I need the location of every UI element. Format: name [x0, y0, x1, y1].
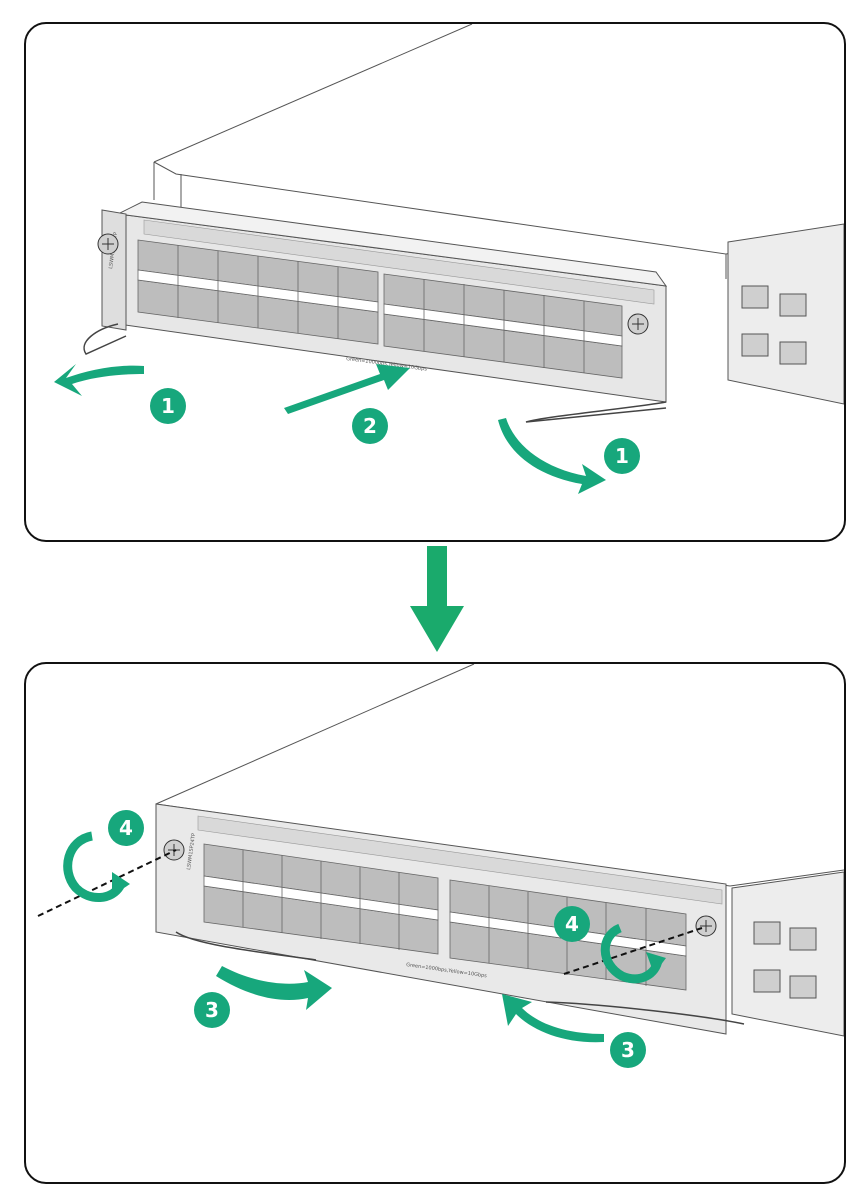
- screw-axis-left: [37, 849, 177, 917]
- svg-text:3: 3: [205, 998, 219, 1022]
- adjacent-module: [731, 871, 844, 1037]
- step-panel-secure: LSWM1SP24TP Green=1000bps,Yellow=10Gbps: [24, 662, 846, 1184]
- rotate-lever-out-left-arrow: [54, 364, 144, 396]
- svg-text:4: 4: [119, 816, 133, 840]
- ejector-lever-left[interactable]: [175, 931, 317, 961]
- step-badge: 1: [150, 388, 186, 424]
- step-badge: 3: [194, 992, 230, 1028]
- svg-text:1: 1: [615, 444, 629, 468]
- secure-module-illustration: LSWM1SP24TP Green=1000bps,Yellow=10Gbps: [37, 664, 844, 1068]
- fasten-screw-right-arrow: [600, 923, 663, 984]
- step-badge: 3: [610, 1032, 646, 1068]
- interface-module: LSWM1SP24TP Green=1000bps,Yellow=10Gbps: [155, 803, 745, 1035]
- interface-module: LSWM1SP24TP Green=1000bps,Yellow=10Gbps: [83, 201, 668, 423]
- insert-module-illustration: LSWM1SP24TP Green=1000bps,Yellow=10Gbps: [54, 24, 844, 494]
- rotate-lever-out-right-arrow: [498, 418, 606, 494]
- svg-text:2: 2: [363, 414, 377, 438]
- close-lever-left-arrow: [216, 966, 332, 1010]
- step-badge: 2: [352, 408, 388, 444]
- fasten-screw-left-arrow: [63, 831, 124, 902]
- close-lever-right-arrow: [502, 994, 604, 1043]
- svg-text:1: 1: [161, 394, 175, 418]
- step-badge: 4: [108, 810, 144, 846]
- push-module-arrow: [284, 364, 410, 414]
- svg-text:3: 3: [621, 1038, 635, 1062]
- svg-text:4: 4: [565, 912, 579, 936]
- step-badge: 1: [604, 438, 640, 474]
- adjacent-module: [727, 223, 844, 405]
- ejector-lever-left[interactable]: [83, 323, 127, 355]
- port-block-right: [383, 273, 623, 379]
- port-block-left: [203, 843, 439, 955]
- module-side-label: LSWM1SP24TP: [186, 833, 197, 871]
- screw-axis-right: [563, 927, 703, 975]
- step-badge: 4: [554, 906, 590, 942]
- next-step-arrow: [410, 546, 464, 652]
- port-block-left: [137, 239, 379, 345]
- ejector-lever-right[interactable]: [525, 401, 667, 423]
- step-panel-insert: LSWM1SP24TP Green=1000bps,Yellow=10Gbps: [24, 22, 846, 542]
- ejector-lever-right[interactable]: [545, 1001, 745, 1025]
